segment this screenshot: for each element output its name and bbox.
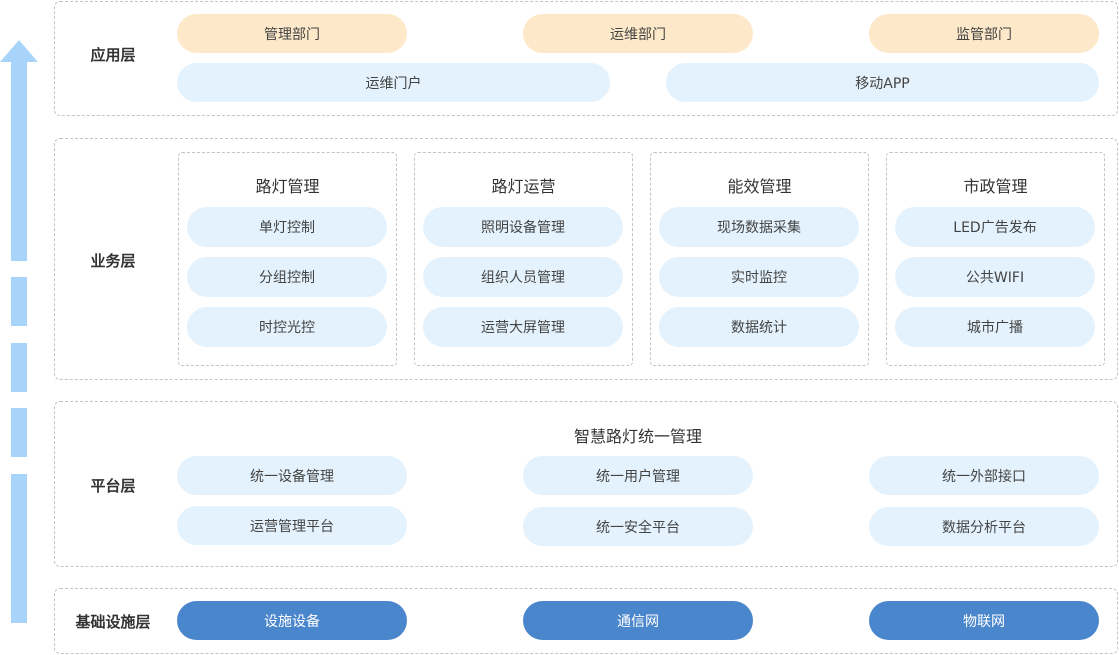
- infra-node-iot: 物联网: [869, 601, 1099, 640]
- application-layer: [54, 1, 1118, 116]
- app-node-supervision-dept: 监管部门: [869, 14, 1099, 53]
- platform-node: 统一用户管理: [523, 456, 753, 495]
- platform-layer: [54, 401, 1118, 567]
- business-node: 分组控制: [187, 257, 387, 297]
- platform-layer-label: 平台层: [90, 477, 136, 495]
- app-node-ops-portal: 运维门户: [177, 63, 610, 102]
- app-node-mobile-app: 移动APP: [666, 63, 1099, 102]
- infra-node-communication-network: 通信网: [523, 601, 753, 640]
- arrow-dash: [11, 408, 27, 457]
- business-group-streetlight-management: 路灯管理 单灯控制 分组控制 时控光控: [178, 152, 397, 366]
- platform-title: 智慧路灯统一管理: [573, 427, 702, 446]
- group-title: 能效管理: [727, 177, 792, 196]
- business-node: 数据统计: [659, 307, 859, 347]
- business-layer-label: 业务层: [90, 252, 136, 270]
- platform-node: 统一外部接口: [869, 456, 1099, 495]
- business-group-energy-management: 能效管理 现场数据采集 实时监控 数据统计: [650, 152, 869, 366]
- application-layer-label: 应用层: [90, 46, 136, 64]
- business-node: 时控光控: [187, 307, 387, 347]
- app-node-management-dept: 管理部门: [177, 14, 407, 53]
- business-node: 实时监控: [659, 257, 859, 297]
- platform-node: 运营管理平台: [177, 506, 407, 545]
- arrow-shaft: [11, 61, 27, 261]
- platform-node: 统一安全平台: [523, 507, 753, 546]
- business-node: 运营大屏管理: [423, 307, 623, 347]
- business-node: 公共WIFI: [895, 257, 1095, 297]
- arrow-head-icon: [0, 40, 38, 62]
- platform-node: 统一设备管理: [177, 456, 407, 495]
- business-node: 单灯控制: [187, 207, 387, 247]
- business-node: LED广告发布: [895, 207, 1095, 247]
- business-layer: [54, 138, 1118, 380]
- arrow-dash: [11, 277, 27, 326]
- group-title: 市政管理: [963, 177, 1028, 196]
- business-node: 组织人员管理: [423, 257, 623, 297]
- business-group-municipal-management: 市政管理 LED广告发布 公共WIFI 城市广播: [886, 152, 1105, 366]
- group-title: 路灯运营: [491, 177, 556, 196]
- infra-node-facilities: 设施设备: [177, 601, 407, 640]
- arrow-tail: [11, 474, 27, 623]
- infrastructure-layer-label: 基础设施层: [75, 613, 151, 631]
- infrastructure-layer: [54, 588, 1118, 654]
- app-node-ops-dept: 运维部门: [523, 14, 753, 53]
- business-group-streetlight-operation: 路灯运营 照明设备管理 组织人员管理 运营大屏管理: [414, 152, 633, 366]
- business-node: 照明设备管理: [423, 207, 623, 247]
- group-title: 路灯管理: [255, 177, 320, 196]
- business-node: 现场数据采集: [659, 207, 859, 247]
- business-node: 城市广播: [895, 307, 1095, 347]
- arrow-dash: [11, 343, 27, 392]
- platform-node: 数据分析平台: [869, 507, 1099, 546]
